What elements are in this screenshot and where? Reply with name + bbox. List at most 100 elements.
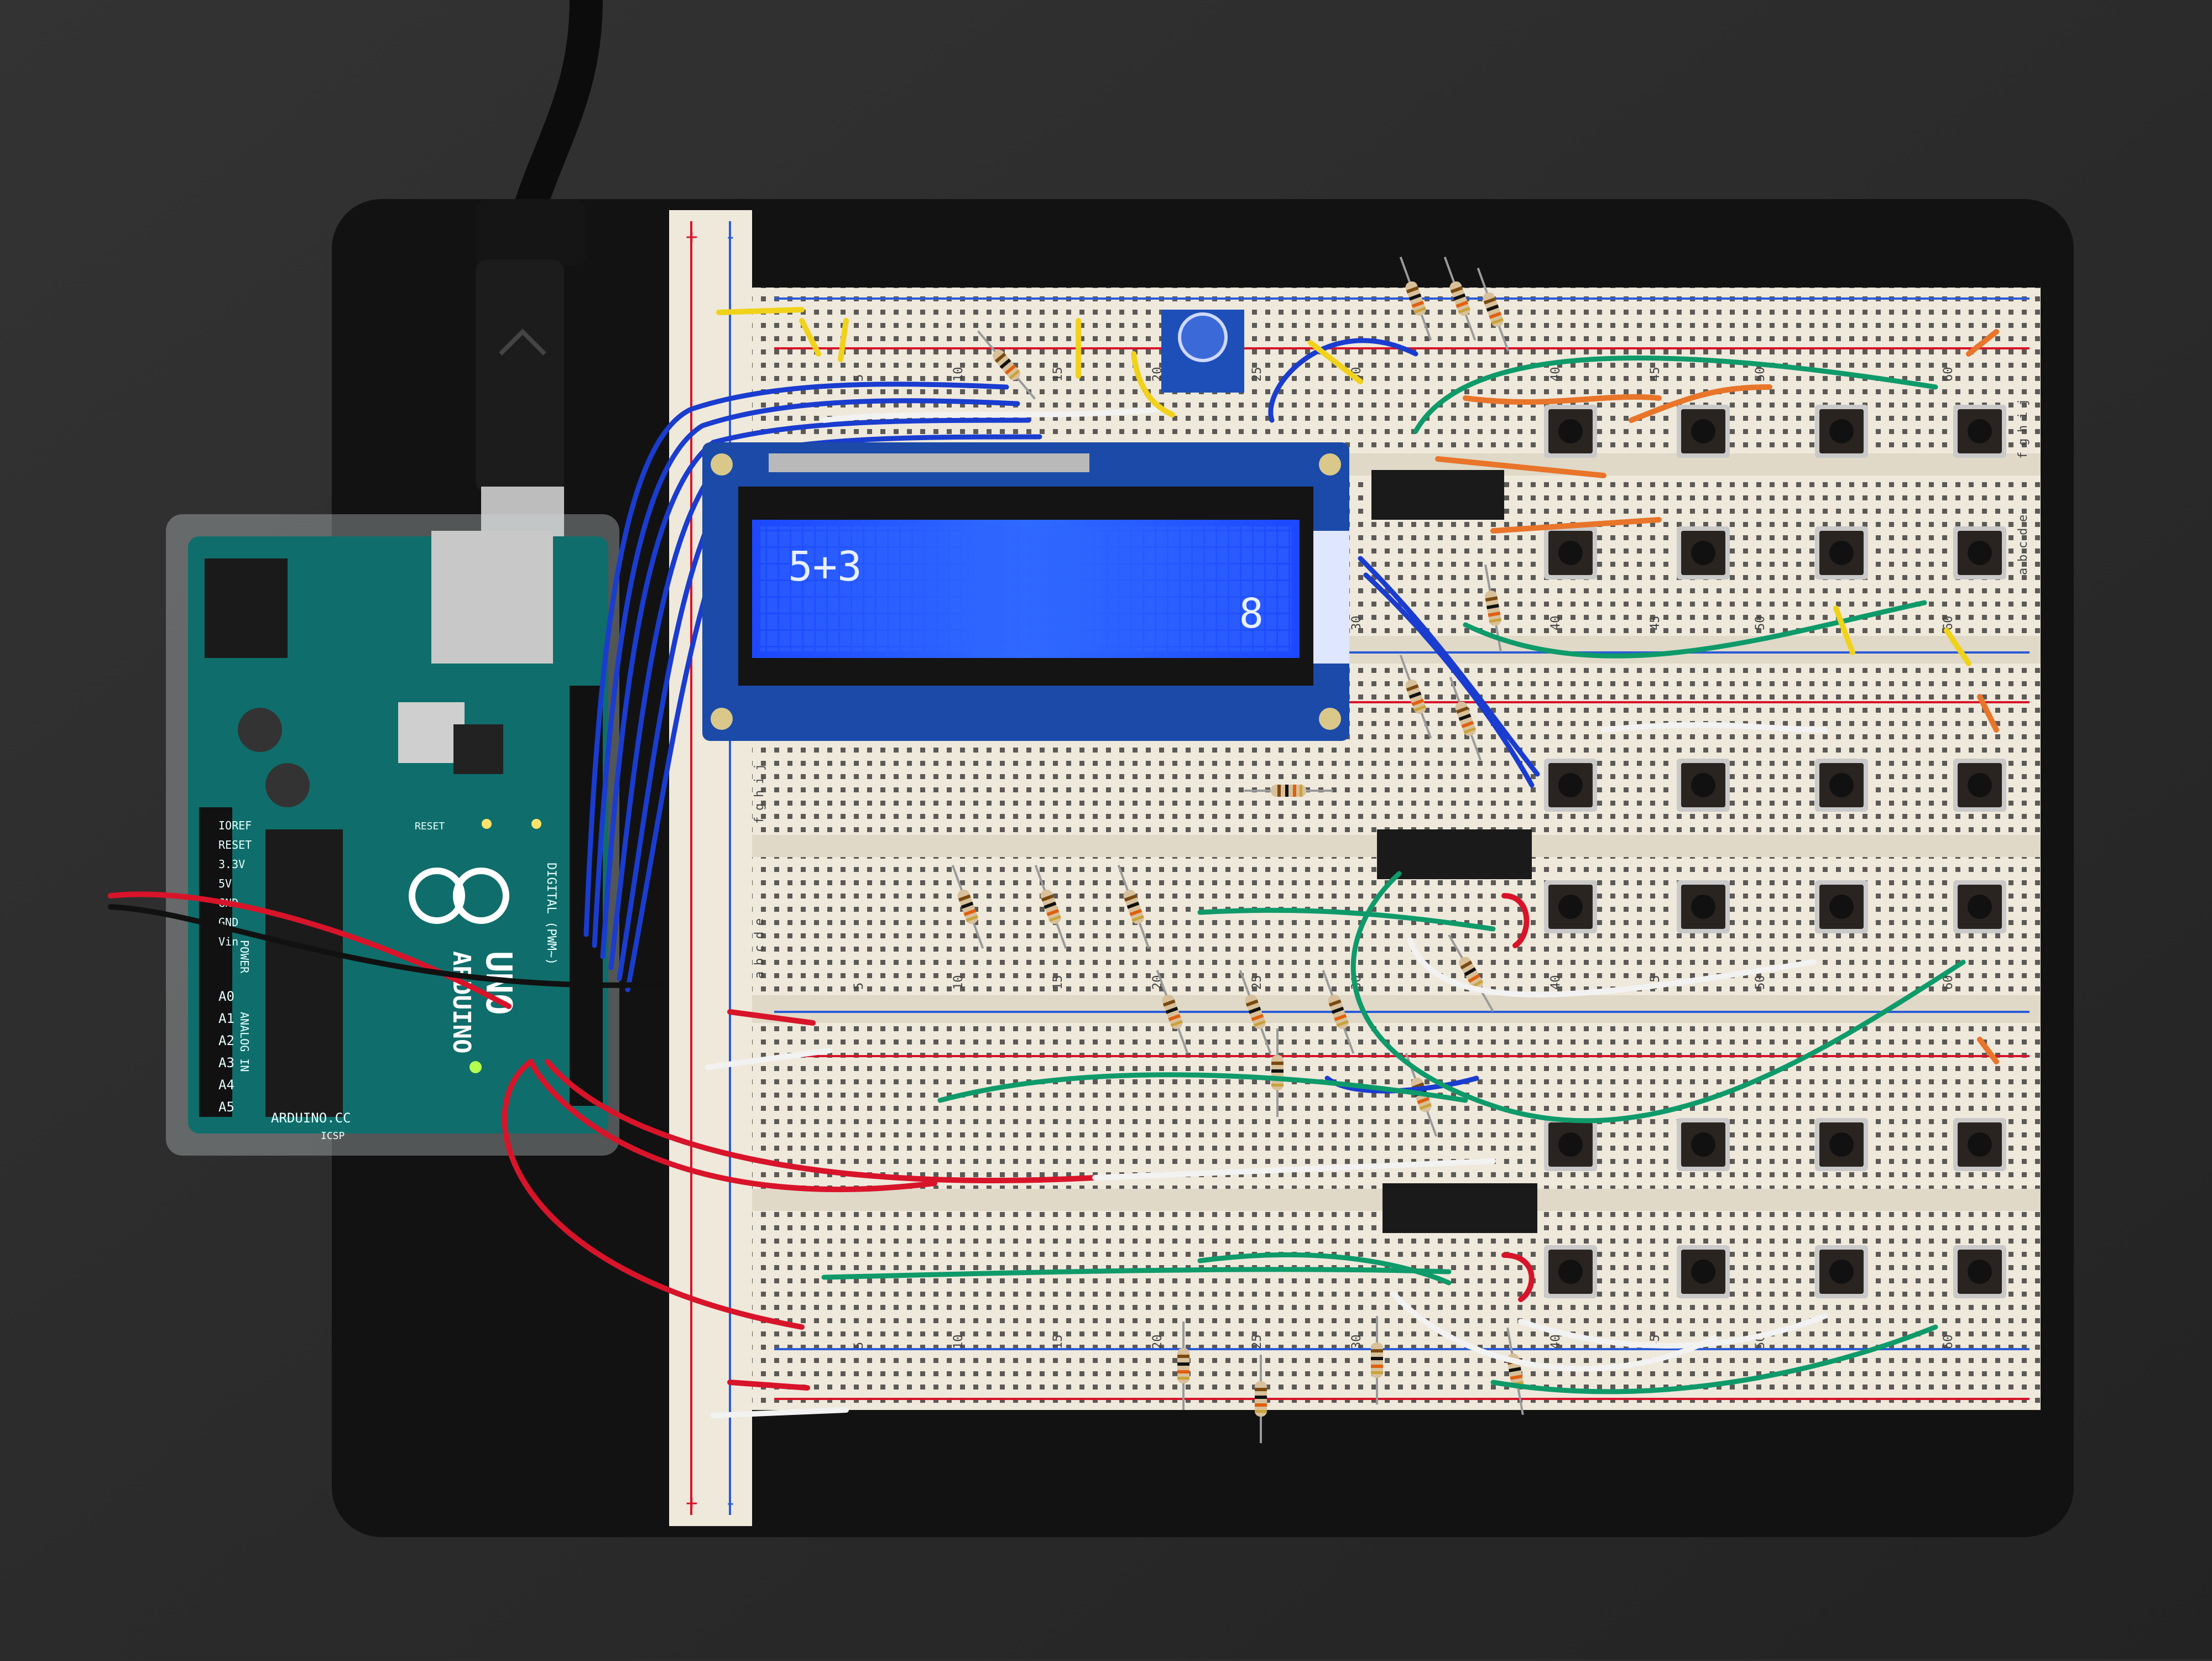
column-number: 15 bbox=[1051, 367, 1065, 382]
rail-minus-bottom: - bbox=[724, 1492, 737, 1514]
column-number: 40 bbox=[1549, 1335, 1563, 1350]
lcd-module: 5+3 8 bbox=[702, 442, 1349, 741]
column-number: 10 bbox=[952, 975, 966, 990]
tactile-push-button bbox=[1815, 526, 1868, 579]
resistor bbox=[1156, 970, 1189, 1054]
column-number: 60 bbox=[1942, 616, 1955, 631]
arduino-icsp-label: ICSP bbox=[321, 1130, 345, 1142]
tactile-push-button bbox=[1677, 405, 1730, 458]
arduino-analog-label: A3 bbox=[218, 1055, 234, 1070]
arduino-reset-label: RESET bbox=[415, 821, 445, 832]
ic-chip-2 bbox=[1377, 829, 1532, 879]
row-letter: h bbox=[753, 790, 766, 797]
black-wires bbox=[108, 904, 666, 988]
arduino-analog-label: A2 bbox=[218, 1033, 234, 1048]
row-letter: i bbox=[753, 777, 766, 784]
column-number: 25 bbox=[1250, 1335, 1264, 1350]
arduino-analog-label: A0 bbox=[218, 989, 234, 1004]
arduino-brand-text: ARDUINO bbox=[447, 951, 476, 1053]
arduino-power-header: POWER bbox=[238, 940, 251, 974]
tactile-push-button bbox=[1815, 1118, 1868, 1171]
row-letter: f bbox=[753, 817, 766, 824]
resistor bbox=[1239, 970, 1272, 1054]
arduino-header-label: Vin bbox=[218, 935, 238, 948]
red-wires bbox=[108, 891, 1535, 1391]
resistor bbox=[977, 330, 1036, 400]
tactile-push-button bbox=[1544, 759, 1597, 812]
row-letter: j bbox=[753, 764, 766, 771]
tactile-push-button bbox=[1677, 1245, 1730, 1298]
arduino-digital-label: DIGITAL (PWM~) bbox=[544, 863, 558, 965]
resistor bbox=[1177, 1322, 1190, 1410]
resistor bbox=[1371, 1316, 1383, 1404]
column-number: 15 bbox=[1051, 975, 1065, 990]
orange-wires bbox=[1435, 329, 1999, 1064]
lcd-line-2: 8 bbox=[1239, 590, 1264, 638]
rail-minus-top: - bbox=[724, 226, 737, 248]
row-letter: c bbox=[2016, 541, 2030, 549]
arduino-header-label: RESET bbox=[218, 838, 252, 852]
tactile-push-button bbox=[1677, 880, 1730, 933]
rail-plus-top: + bbox=[686, 226, 698, 248]
tactile-push-button bbox=[1815, 405, 1868, 458]
row-letter: a bbox=[2016, 568, 2030, 575]
ic-chip-3 bbox=[1383, 1183, 1537, 1233]
resistor bbox=[1244, 785, 1333, 797]
column-number: 45 bbox=[1648, 616, 1662, 631]
resistor bbox=[1322, 970, 1355, 1054]
column-number: 60 bbox=[1942, 1335, 1955, 1350]
arduino-website-text: ARDUINO.CC bbox=[271, 1110, 351, 1126]
tactile-push-button bbox=[1953, 880, 2006, 933]
resistor bbox=[1255, 1355, 1267, 1443]
push-button-grid bbox=[1544, 405, 2006, 1298]
row-letter: c bbox=[753, 945, 766, 952]
tactile-push-button bbox=[1953, 405, 2006, 458]
tactile-push-button bbox=[1953, 1245, 2006, 1298]
arduino-logo bbox=[409, 868, 509, 924]
row-letter: g bbox=[2016, 438, 2030, 446]
row-letter: b bbox=[753, 958, 766, 965]
column-number: 60 bbox=[1942, 975, 1955, 990]
arduino-analog-label: A1 bbox=[218, 1011, 234, 1026]
column-number: 20 bbox=[1151, 1335, 1165, 1350]
arduino-header-label: IOREF bbox=[218, 819, 252, 832]
column-number: 50 bbox=[1754, 616, 1767, 631]
row-letter: j bbox=[2016, 399, 2030, 406]
ic-chip-1 bbox=[1371, 470, 1504, 520]
row-letter: g bbox=[753, 803, 766, 811]
resistor bbox=[951, 865, 984, 949]
resistor bbox=[1449, 677, 1482, 761]
resistor bbox=[1117, 865, 1150, 949]
tactile-push-button bbox=[1815, 880, 1868, 933]
potentiometer bbox=[1161, 310, 1244, 393]
tactile-push-button bbox=[1677, 759, 1730, 812]
lcd-line-1: 5+3 bbox=[788, 543, 862, 591]
column-number: 50 bbox=[1754, 975, 1767, 990]
tactile-push-button bbox=[1544, 1118, 1597, 1171]
column-number: 30 bbox=[1350, 616, 1364, 631]
column-number: 25 bbox=[1250, 975, 1264, 990]
atmega-chip bbox=[265, 829, 343, 1117]
column-number: 40 bbox=[1549, 975, 1563, 990]
tactile-push-button bbox=[1677, 526, 1730, 579]
column-number: 30 bbox=[1350, 1335, 1364, 1350]
green-wires bbox=[821, 355, 1966, 1394]
tactile-push-button bbox=[1953, 759, 2006, 812]
white-wires bbox=[705, 406, 1828, 1418]
resistor bbox=[1443, 257, 1477, 341]
tactile-push-button bbox=[1544, 526, 1597, 579]
column-number: 10 bbox=[952, 367, 966, 382]
resistor bbox=[1399, 655, 1432, 739]
row-letter: a bbox=[753, 971, 766, 979]
yellow-wires bbox=[716, 307, 1971, 666]
arduino-uno-board: ARDUINO UNO ARDUINO.CC DIGITAL (PWM~) RE… bbox=[166, 514, 619, 1156]
resistor bbox=[1477, 268, 1510, 352]
resistor bbox=[1034, 865, 1067, 949]
column-number: 40 bbox=[1549, 616, 1563, 631]
arduino-header-label: 3.3V bbox=[218, 858, 245, 871]
column-number: 5 bbox=[852, 983, 866, 990]
column-number: 15 bbox=[1051, 1335, 1065, 1350]
